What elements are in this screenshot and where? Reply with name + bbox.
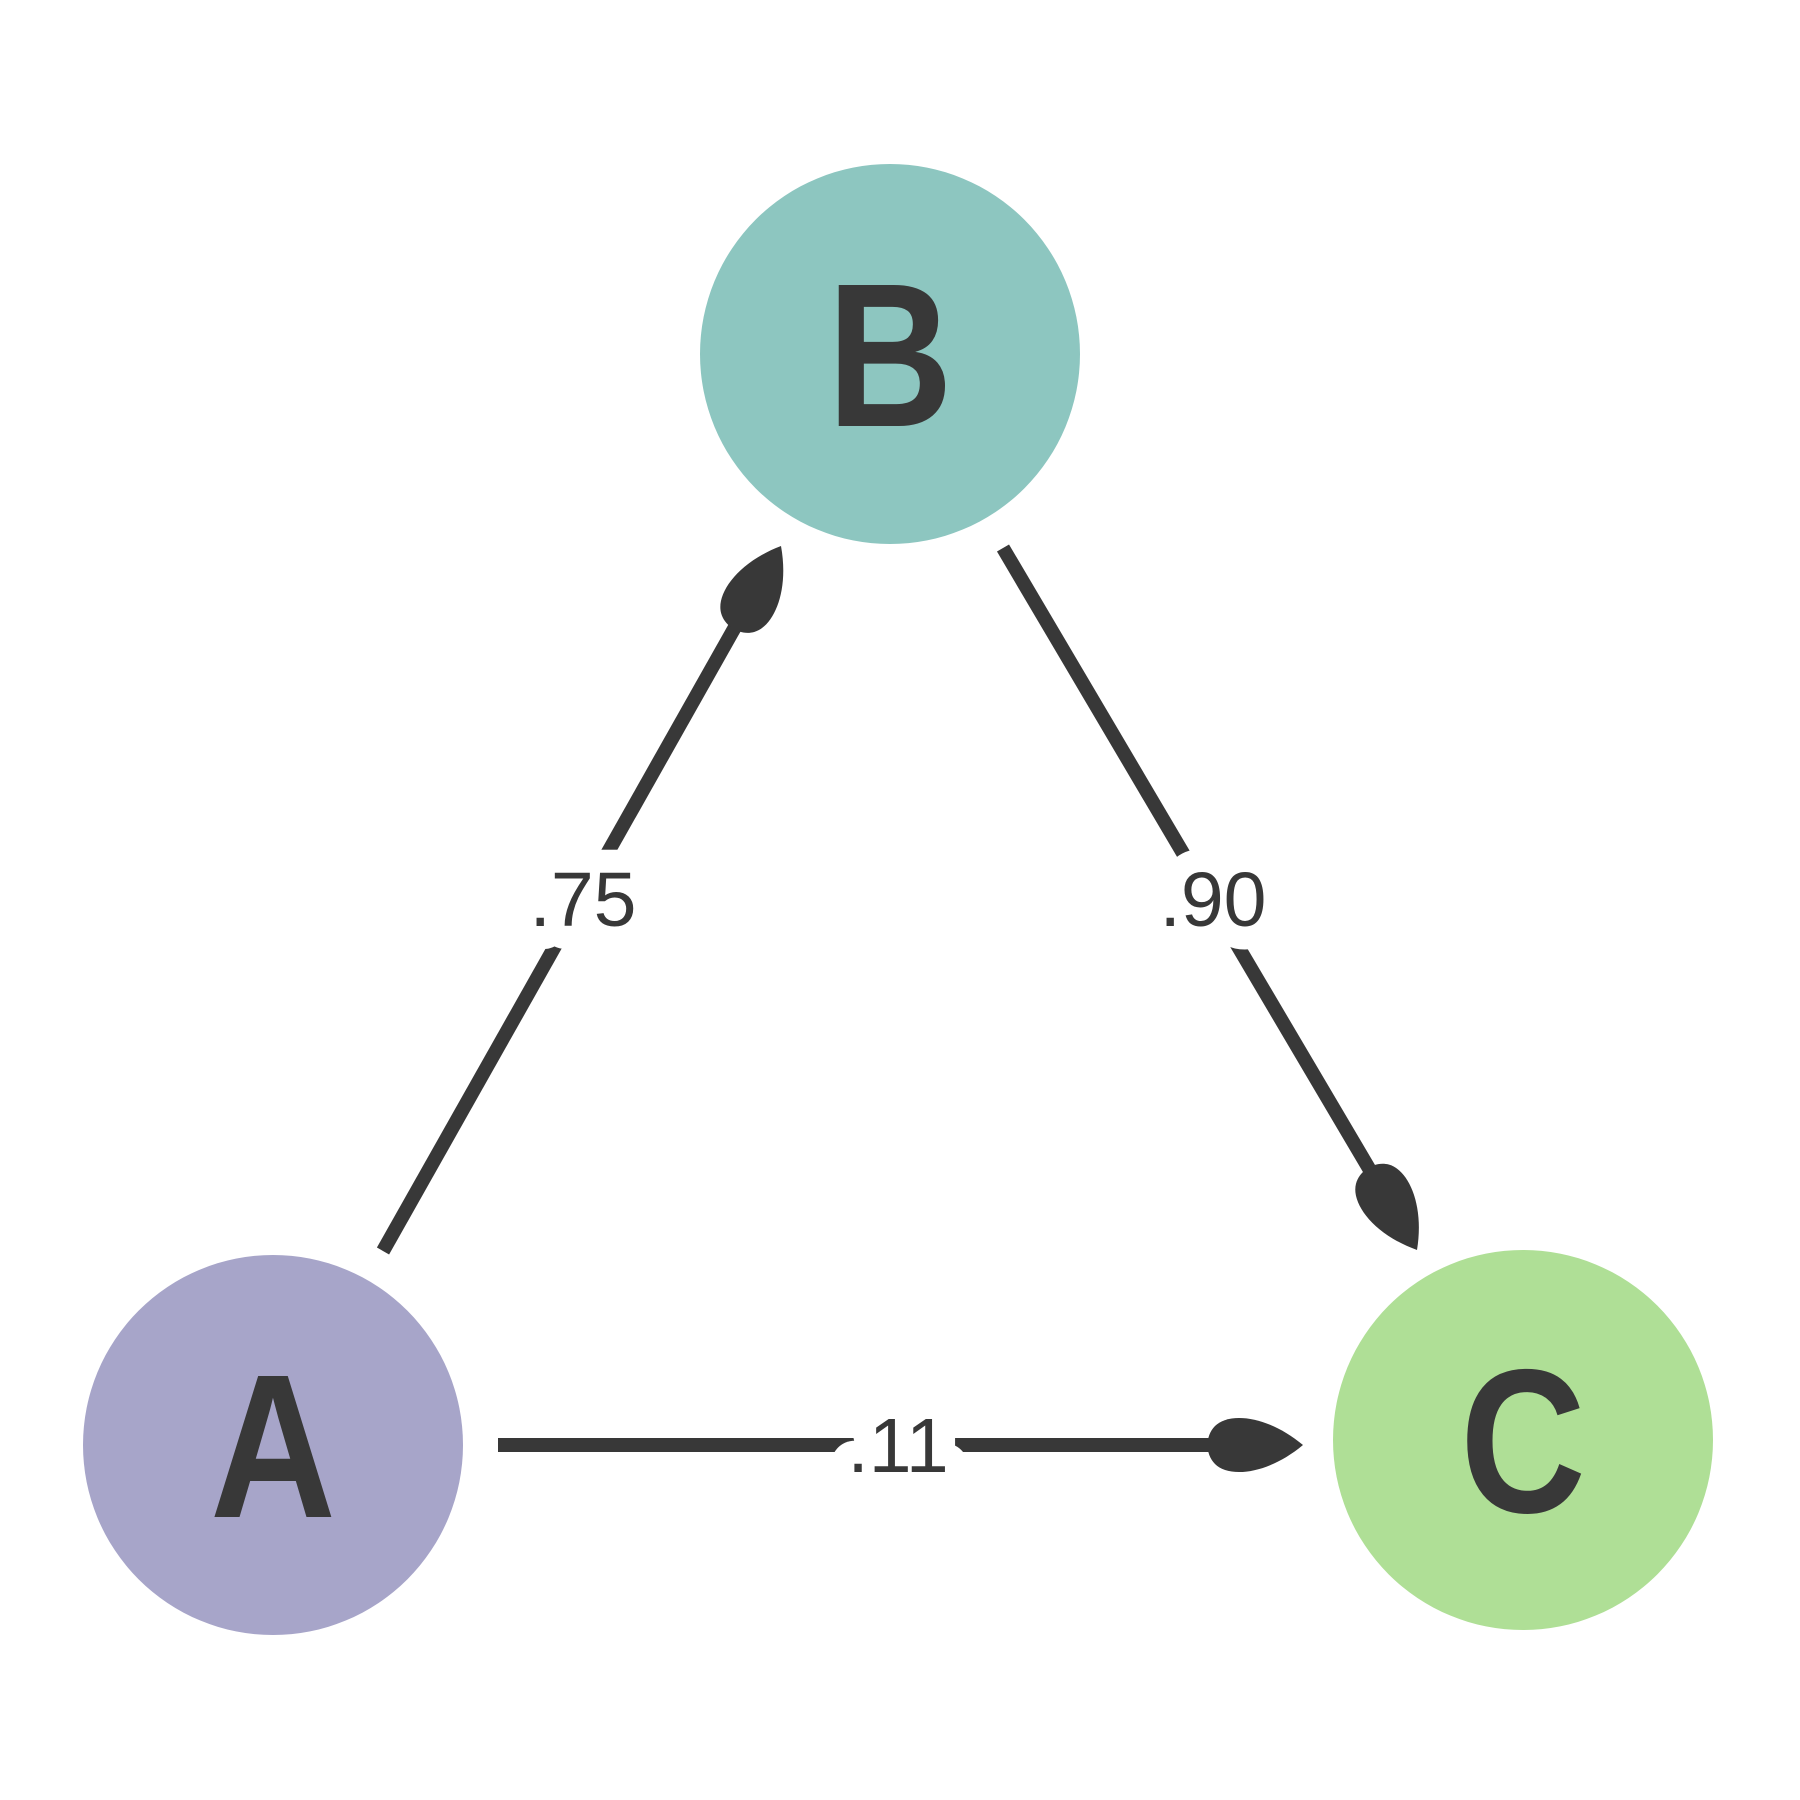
edge-b-c-weight-label: .90 xyxy=(1159,857,1266,943)
edge-a-c-weight-label: .11 xyxy=(847,1403,948,1489)
edge-a-b-line xyxy=(376,616,746,1255)
edge-b-c-line xyxy=(996,544,1381,1181)
node-b: B xyxy=(700,164,1080,544)
node-c-label: C xyxy=(1460,1328,1586,1556)
edge-b-c: .90 xyxy=(996,544,1419,1250)
node-a: A xyxy=(83,1255,463,1635)
node-a-circle xyxy=(83,1255,463,1635)
node-c: C xyxy=(1333,1250,1713,1630)
edge-a-b: .75 xyxy=(376,546,784,1255)
node-b-label: B xyxy=(827,242,953,470)
node-c-circle xyxy=(1333,1250,1713,1630)
edge-b-c-arrowhead xyxy=(1355,1163,1419,1250)
node-a-label: A xyxy=(210,1333,336,1561)
edge-a-c-arrowhead xyxy=(1207,1417,1303,1473)
node-b-circle xyxy=(700,164,1080,544)
edge-a-b-arrowhead xyxy=(720,546,784,633)
edge-a-c: .11 xyxy=(498,1380,1303,1512)
edge-a-b-weight-label: .75 xyxy=(529,857,636,943)
